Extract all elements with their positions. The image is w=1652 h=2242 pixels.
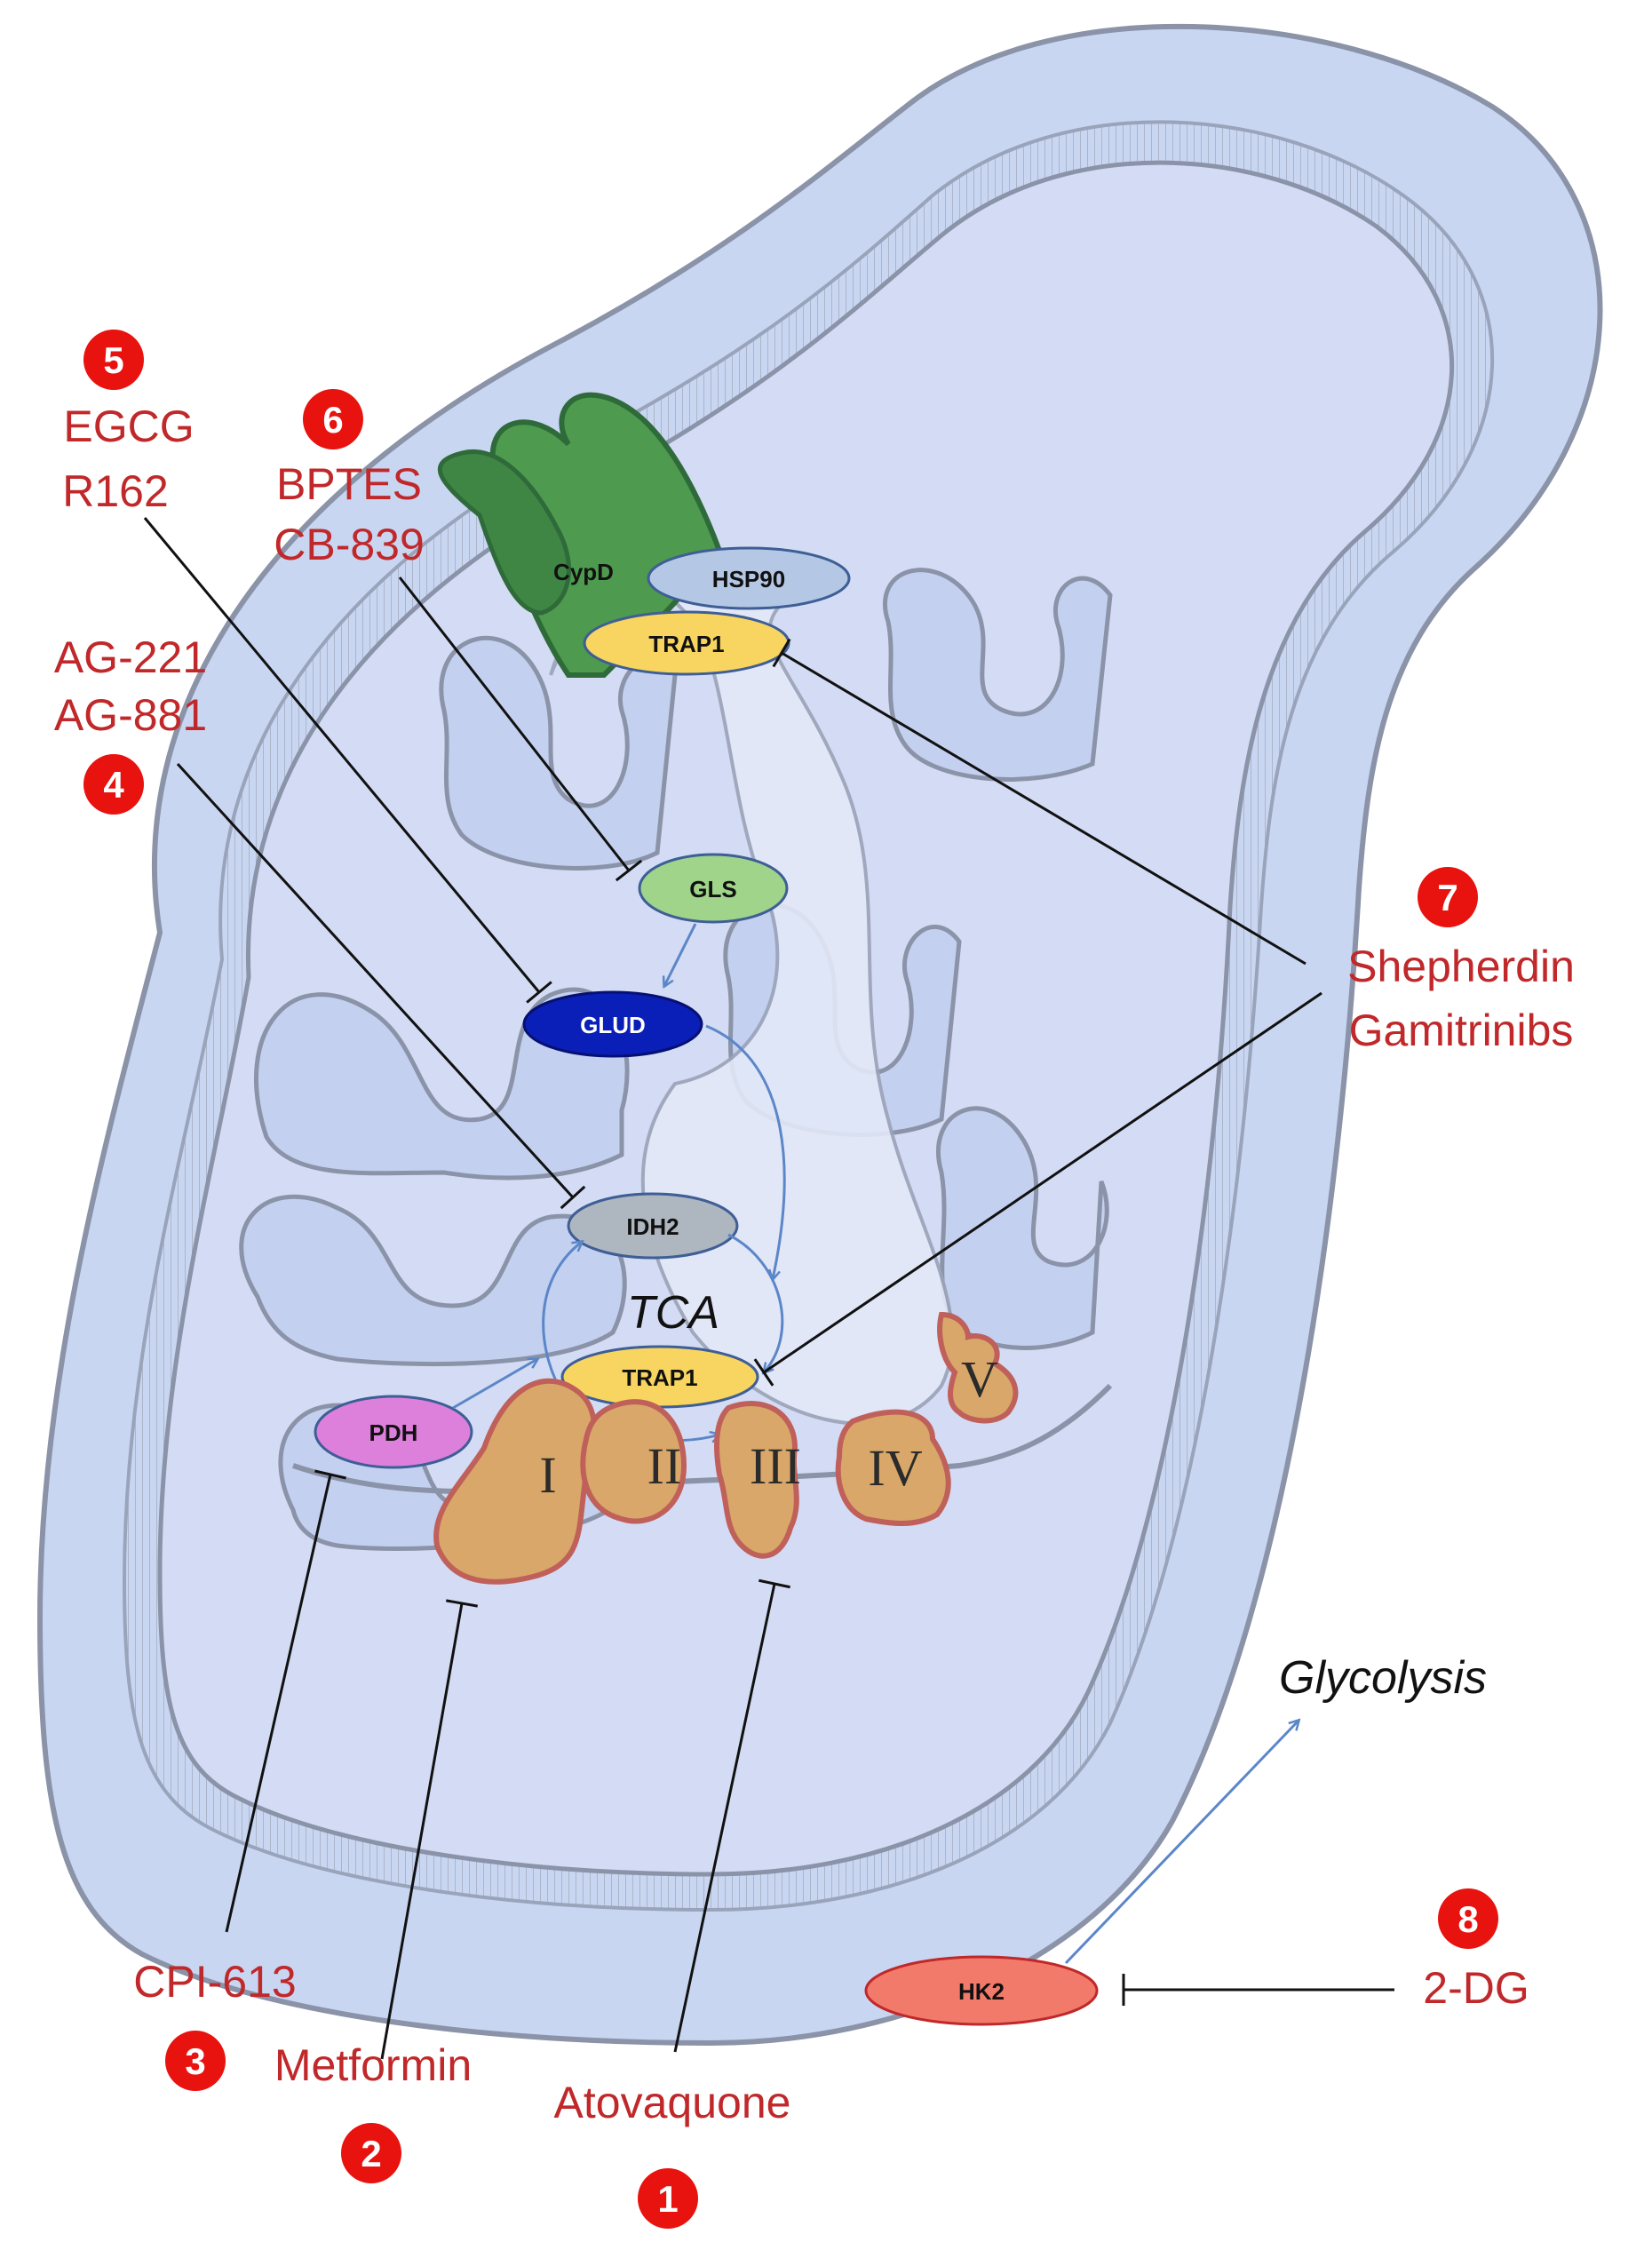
shepherdin-trap1-tca-inhibition-line [753,991,1322,1387]
cypd-protein: CypD [437,392,723,678]
drug-badge-6: 6 [322,399,343,441]
glycolysis-label: Glycolysis [1279,1652,1487,1704]
complex-iv-shape [835,1409,951,1526]
inhibition-lines [143,517,1394,2060]
gls-node: GLS [638,853,789,924]
drug-group-3: 3 CPI-613 [133,1957,297,2091]
complex-labels: I II III IV V [539,1350,998,1504]
glud-label: GLUD [580,1012,646,1038]
drug-badge-1: 1 [657,2178,678,2220]
drug-badge-3: 3 [185,2040,205,2082]
shepherdin-trap1-top-inhibition-line [772,638,1307,966]
complex-iii-shape [714,1401,799,1559]
trap1-tca-node: TRAP1 [560,1345,759,1409]
complex-v-shape [937,1311,1019,1424]
hsp90-label: HSP90 [712,566,785,592]
drug-name-cb839: CB-839 [274,520,425,569]
complex-ii-shape [580,1399,687,1524]
glud-to-tca-arrow [705,1024,786,1279]
drug-group-6: 6 BPTES CB-839 [274,389,425,569]
trap1-tca-label: TRAP1 [622,1364,697,1391]
hk2-label: HK2 [958,1978,1005,2005]
drug-name-cpi613: CPI-613 [133,1957,296,2007]
complex-ii-label: II [647,1437,682,1495]
idh2-node: IDH2 [567,1192,739,1260]
idh2-label: IDH2 [626,1213,679,1240]
trap1-top-label: TRAP1 [648,631,724,657]
drug-name-r162: R162 [62,466,169,516]
glud-node: GLUD [522,990,703,1058]
complex-i-label: I [539,1446,556,1504]
drug-badge-5: 5 [103,339,123,381]
drug-name-gamitrinibs: Gamitrinibs [1349,1006,1574,1055]
drug-name-shepherdin: Shepherdin [1347,942,1575,991]
drug-name-atovaquone: Atovaquone [554,2078,791,2127]
egcg-inhibition-line [143,517,552,1004]
drug-group-8: 8 2-DG [1423,1888,1529,2013]
hsp90-node: HSP90 [647,546,851,610]
ag221-inhibition-line [176,762,586,1210]
tca-cycle-arc-right [727,1233,784,1372]
cypd-label: CypD [553,559,614,585]
atovaquone-inhibition-line [673,1578,790,2053]
tca-label: TCA [627,1287,719,1339]
drug-name-ag221: AG-221 [54,632,207,682]
drug-badge-4: 4 [103,764,124,806]
gls-to-glud-arrow [664,923,697,986]
drug-group-4: AG-221 AG-881 4 [54,632,207,815]
drug-group-5: 5 EGCG R162 [62,330,195,516]
complex-iii-label: III [750,1437,801,1495]
drug-badge-7: 7 [1437,877,1457,918]
drug-group-7: 7 Shepherdin Gamitrinibs [1347,867,1575,1055]
hk2-node: HK2 [864,1955,1099,2026]
etc-complexes [433,1311,1019,1585]
drug-group-1: 1 Atovaquone [554,2078,791,2229]
drug-name-metformin: Metformin [274,2040,472,2090]
complex-i-shape [433,1378,597,1585]
drug-group-2: 2 Metformin [274,2040,472,2183]
complex-iv-label: IV [868,1439,922,1497]
hk2-to-glycolysis-arrow [1064,1721,1299,1965]
complex-v-label: V [961,1350,998,1408]
metformin-inhibition-line [380,1599,478,2060]
cypd-lobe-back [437,449,571,616]
pdh-to-tca-arrow [452,1359,537,1410]
drug-name-ag881: AG-881 [54,690,207,740]
drug-badge-2: 2 [361,2133,381,2174]
drug-name-egcg: EGCG [63,401,194,451]
cpi613-inhibition-line [225,1469,346,1933]
pdh-node: PDH [314,1395,473,1469]
trap1-top-node: TRAP1 [583,610,790,676]
drug-badge-8: 8 [1457,1898,1478,1940]
drug-name-bptes: BPTES [276,459,422,509]
pdh-label: PDH [369,1419,418,1446]
drug-name-2dg: 2-DG [1423,1963,1529,2013]
bptes-inhibition-line [398,576,643,882]
gls-label: GLS [689,876,736,902]
